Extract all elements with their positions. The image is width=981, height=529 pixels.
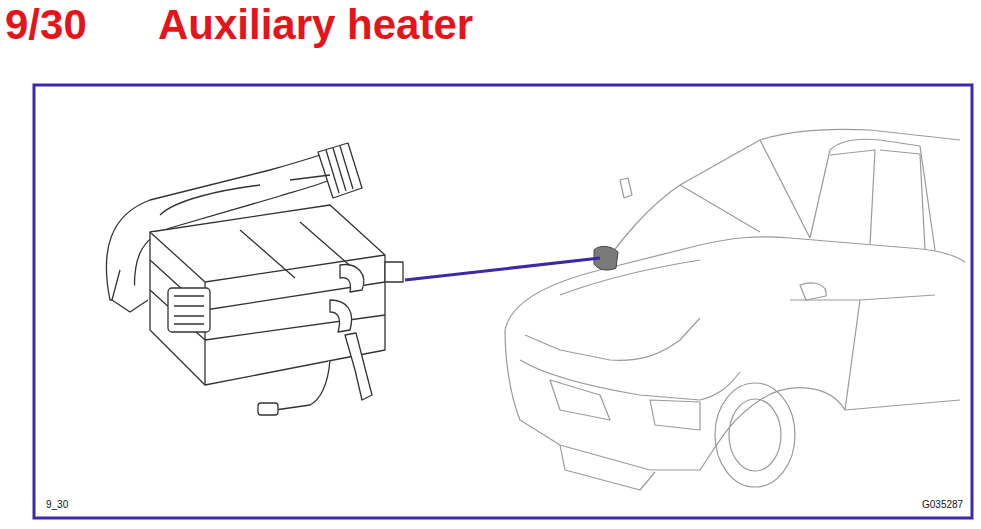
heater-unit xyxy=(106,143,403,415)
page-title: Auxiliary heater xyxy=(158,4,473,46)
car-outline xyxy=(505,129,965,490)
drawing-number: G035287 xyxy=(922,500,963,510)
figure-code: 9_30 xyxy=(46,500,68,510)
page-number: 9/30 xyxy=(5,4,87,46)
pointer-line xyxy=(405,258,600,280)
frame xyxy=(34,85,972,518)
